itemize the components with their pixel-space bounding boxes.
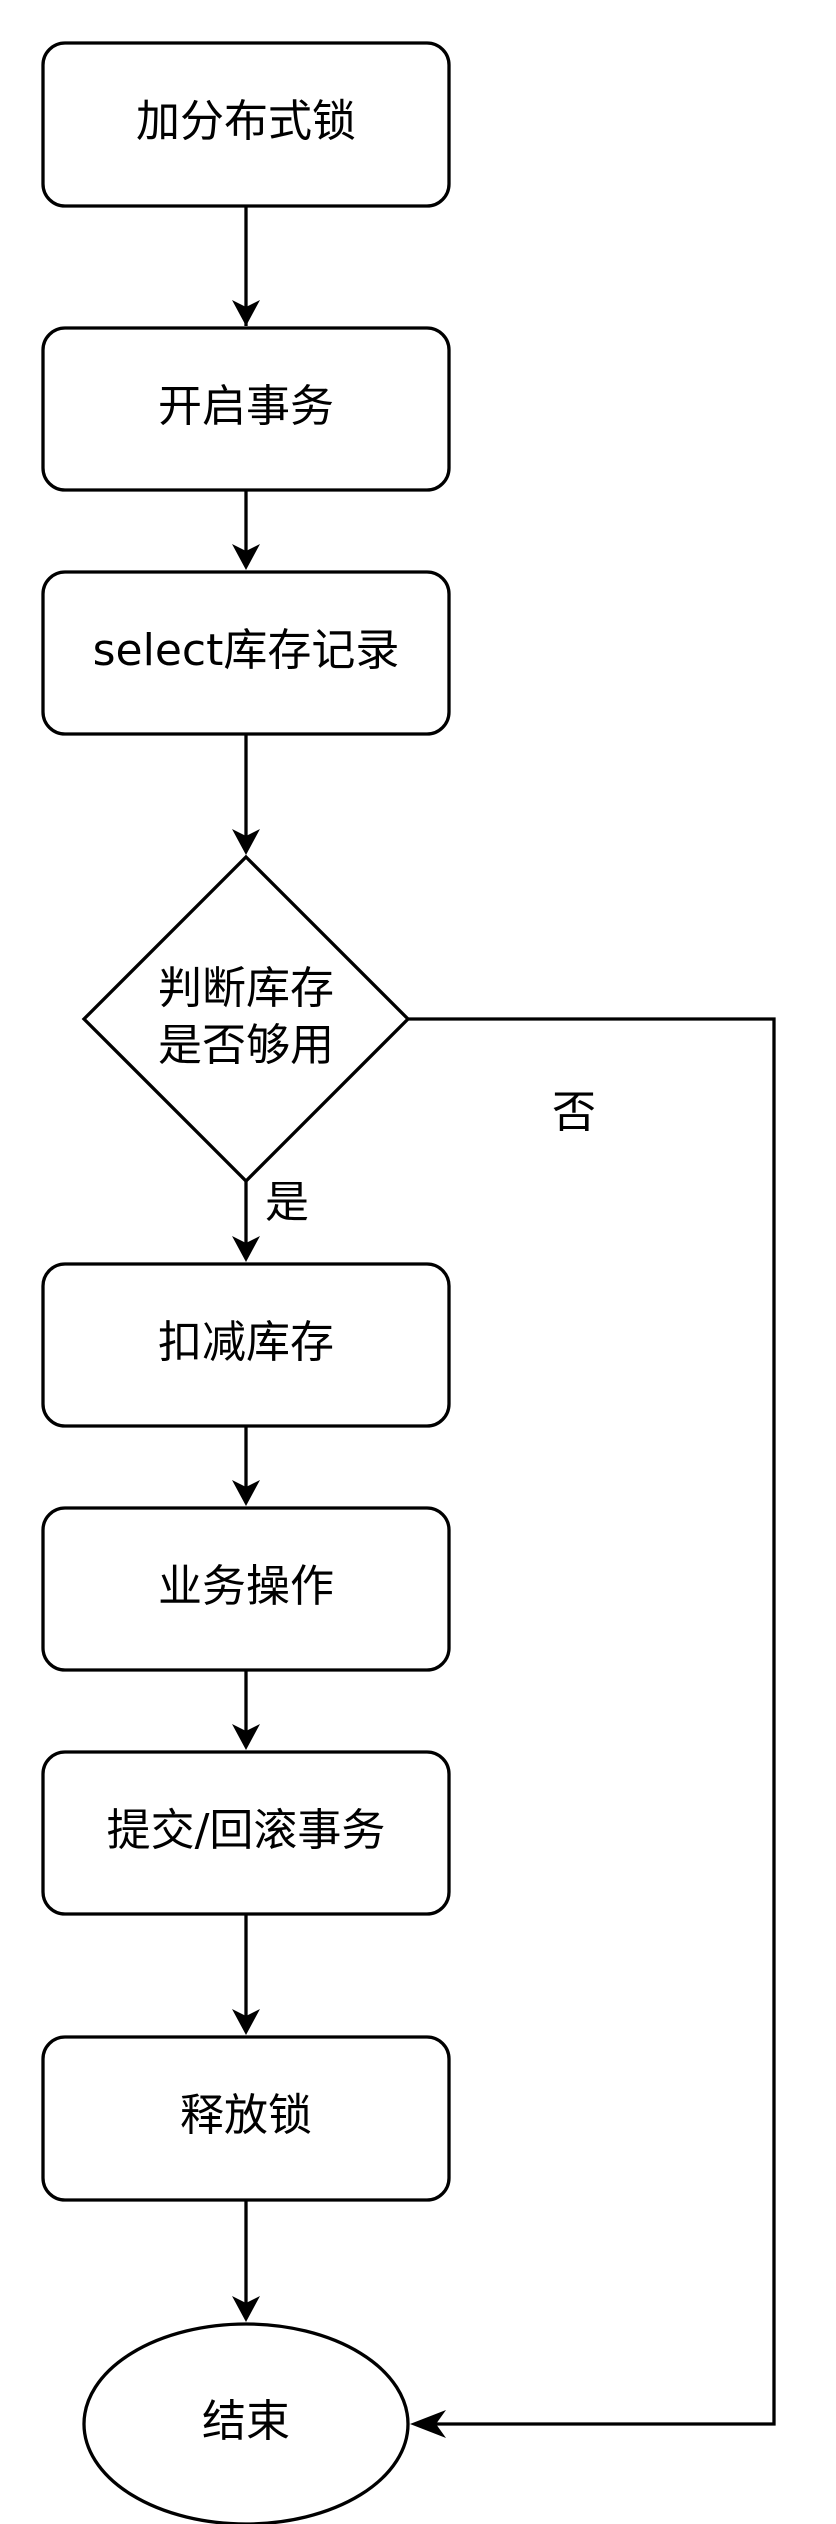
- node-label: 业务操作: [158, 1561, 334, 1612]
- node-label-line2: 是否够用: [158, 1020, 334, 1071]
- node-business: 业务操作: [41, 1506, 451, 1672]
- arrow-icon: [232, 1480, 260, 1506]
- node-release: 释放锁: [41, 2035, 451, 2202]
- arrow-icon: [232, 829, 260, 855]
- edge-label-yes: 是: [265, 1177, 309, 1228]
- node-begin-tx: 开启事务: [41, 326, 451, 492]
- node-commit: 提交/回滚事务: [41, 1750, 451, 1916]
- node-deduct: 扣减库存: [41, 1262, 451, 1428]
- arrow-icon: [232, 300, 260, 326]
- arrow-icon: [232, 1236, 260, 1262]
- node-label: 释放锁: [180, 2090, 312, 2141]
- node-check-stock: 判断库存 是否够用: [81, 854, 411, 1184]
- arrow-icon: [232, 544, 260, 570]
- arrow-icon: [232, 2009, 260, 2035]
- node-end: 结束: [82, 2322, 410, 2524]
- arrow-icon: [232, 1724, 260, 1750]
- node-label: select库存记录: [93, 625, 400, 676]
- arrow-icon: [410, 2410, 446, 2438]
- arrow-icon: [232, 2296, 260, 2322]
- node-label: 开启事务: [158, 381, 334, 432]
- edges: [232, 206, 776, 2438]
- node-lock: 加分布式锁: [41, 41, 451, 208]
- node-label: 提交/回滚事务: [107, 1805, 386, 1856]
- edge-check-end-no: [408, 1017, 776, 2426]
- node-select: select库存记录: [41, 570, 451, 736]
- node-label: 结束: [202, 2396, 290, 2447]
- node-label: 加分布式锁: [136, 96, 356, 147]
- edge-label-no: 否: [552, 1087, 596, 1138]
- node-label: 扣减库存: [158, 1317, 334, 1368]
- node-label-line1: 判断库存: [158, 963, 334, 1014]
